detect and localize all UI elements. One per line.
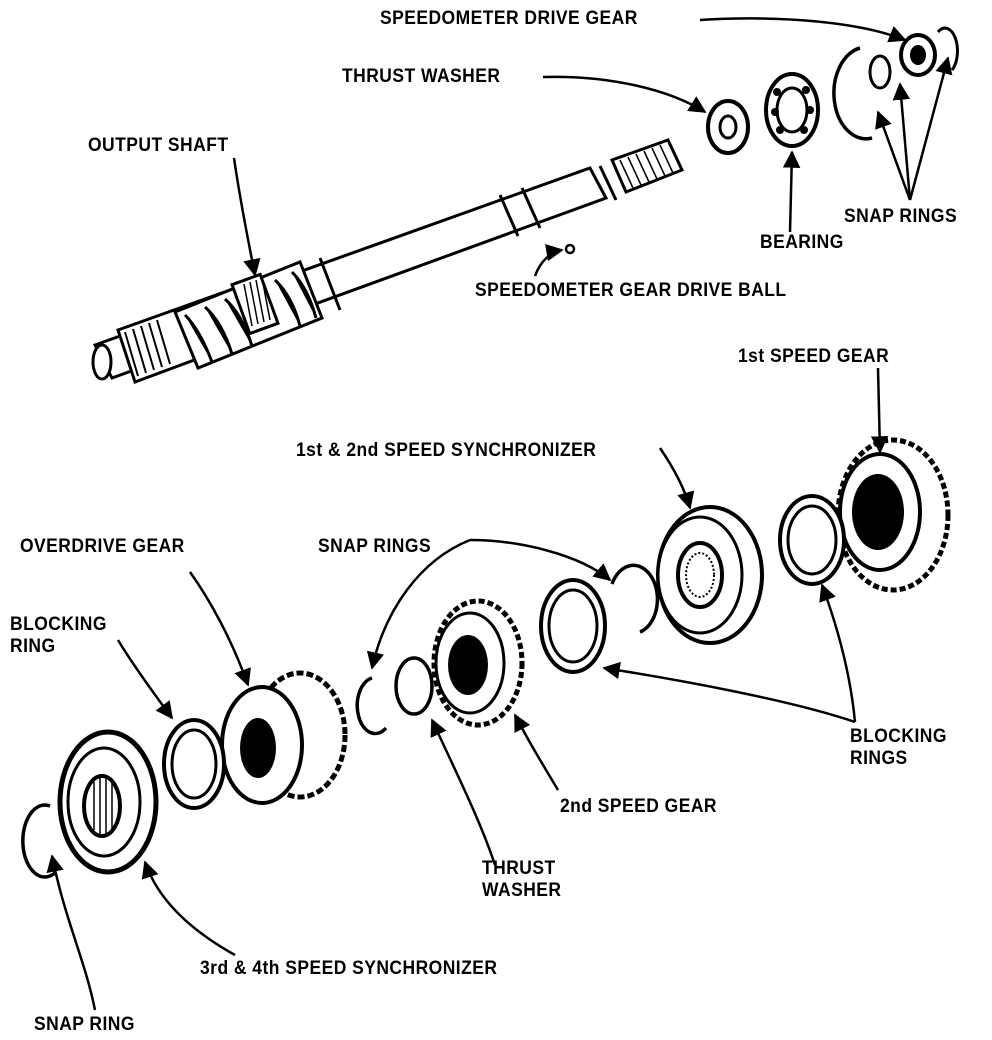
speedometer-drive-gear [899, 26, 960, 77]
label-snap-rings-mid: SNAP RINGS [318, 536, 432, 557]
label-third-fourth-synchronizer: 3rd & 4th SPEED SYNCHRONIZER [200, 958, 498, 979]
output-shaft [91, 138, 685, 384]
snap-ring-mid-right [610, 563, 660, 634]
label-speedometer-gear-drive-ball: SPEEDOMETER GEAR DRIVE BALL [475, 280, 787, 301]
drive-ball [564, 243, 576, 255]
label-blocking-rings-2: RINGS [850, 748, 908, 769]
label-first-speed-gear: 1st SPEED GEAR [738, 346, 890, 367]
third-fourth-synchronizer [57, 729, 159, 875]
snap-rings-top [832, 46, 892, 141]
overdrive-gear [220, 670, 348, 805]
label-thrust-washer-bottom-2: WASHER [482, 880, 562, 901]
blocking-ring-left [162, 718, 226, 810]
label-thrust-washer-bottom-1: THRUST [482, 858, 556, 879]
first-second-synchronizer [656, 505, 764, 645]
label-thrust-washer-top: THRUST WASHER [342, 66, 501, 87]
snap-ring-mid-left [355, 676, 388, 736]
thrust-washer-bottom [394, 656, 434, 716]
label-bearing: BEARING [760, 232, 844, 253]
bearing [764, 72, 820, 148]
label-snap-ring-bottom: SNAP RING [34, 1014, 135, 1035]
label-blocking-ring-2: RING [10, 636, 56, 657]
blocking-ring-right [778, 494, 846, 586]
label-blocking-rings-1: BLOCKING [850, 726, 947, 747]
label-blocking-ring-1: BLOCKING [10, 614, 107, 635]
label-output-shaft: OUTPUT SHAFT [88, 135, 229, 156]
label-first-second-synchronizer: 1st & 2nd SPEED SYNCHRONIZER [296, 440, 597, 461]
label-overdrive-gear: OVERDRIVE GEAR [20, 536, 185, 557]
thrust-washer-top [706, 99, 750, 155]
label-speedometer-drive-gear: SPEEDOMETER DRIVE GEAR [380, 8, 638, 29]
label-second-speed-gear: 2nd SPEED GEAR [560, 796, 718, 817]
first-speed-gear [835, 437, 951, 593]
leader-arrows [46, 17, 953, 1011]
second-speed-gear [431, 598, 525, 728]
blocking-ring-middle [539, 578, 607, 674]
label-snap-rings-top: SNAP RINGS [844, 206, 958, 227]
snap-ring-bottom [21, 803, 58, 879]
